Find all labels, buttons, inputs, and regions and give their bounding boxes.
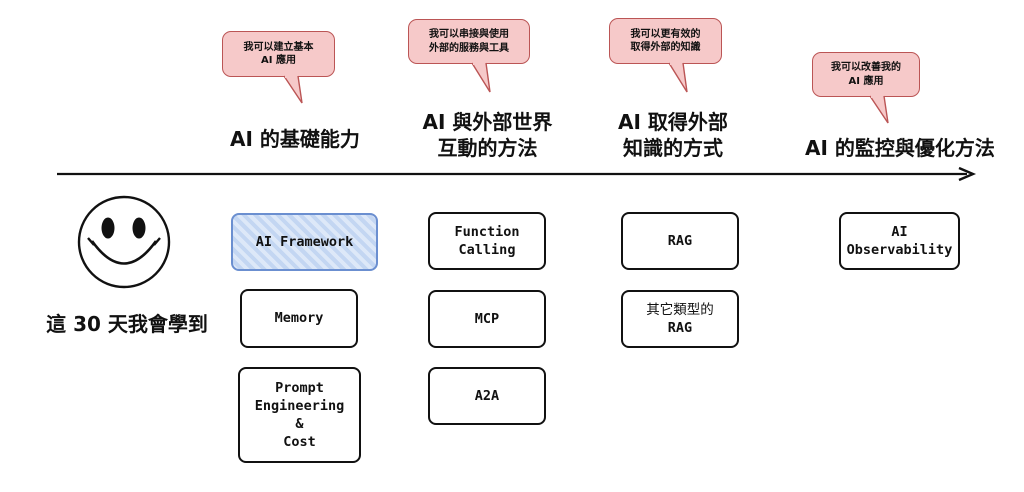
heading-external-knowledge: AI 取得外部 知識的方式 [598,109,748,161]
box-label: Calling [458,242,516,258]
bubble-tail [471,62,491,93]
heading-text: AI 的基礎能力 [230,127,360,151]
heading-text: 互動的方法 [437,136,538,160]
box-label: A2A [474,387,500,404]
heading-external-interaction: AI 與外部世界 互動的方法 [400,109,575,161]
bubble-text: 外部的服務與工具 [429,42,509,54]
learning-label: 這 30 天我會學到 [46,312,208,336]
smiley-face-icon [77,195,171,289]
mcp-box: MCP [428,290,546,348]
heading-basic-capabilities: AI 的基礎能力 [205,126,385,152]
prompt-engineering-box: Prompt Engineering & Cost [238,367,361,463]
box-label: & [295,416,304,432]
box-label: Prompt [275,379,324,396]
heading-text: AI 取得外部 [618,110,728,134]
bubble-text: AI 應用 [848,75,884,87]
heading-text: AI 與外部世界 [422,110,553,134]
box-label: Cost [283,434,316,451]
bubble-text: 取得外部的知識 [630,42,701,53]
bubble-text: 我可以建立基本 [243,41,314,53]
ai-framework-box: AI Framework [231,213,378,271]
ai-observability-box: AI Observability [839,212,960,270]
bubble-tail [668,62,688,93]
function-calling-box: Function Calling [428,212,546,270]
rag-box: RAG [621,212,739,270]
speech-bubble-monitoring: 我可以改善我的 AI 應用 [812,52,920,97]
other-rag-box: 其它類型的 RAG [621,290,739,348]
bubble-text: 我可以改善我的 [831,62,901,73]
speech-bubble-external: 我可以串接與使用外部的服務與工具 [408,19,530,64]
box-label: MCP [474,310,500,327]
bubble-tail [283,75,303,104]
heading-text: AI 的監控與優化方法 [805,136,995,160]
timeline-arrow [57,166,977,182]
speech-bubble-knowledge: 我可以更有效的取得外部的知識 [609,18,722,64]
bubble-tail [869,95,889,124]
bubble-text: 我可以更有效的 [630,28,701,40]
memory-box: Memory [240,289,358,348]
box-label: Engineering [254,397,345,414]
box-label: AI [891,223,908,240]
heading-text: 知識的方式 [623,136,723,160]
bubble-text: 我可以串接與使用 [429,29,509,40]
box-label: AI Framework [255,233,354,250]
box-label: Observability [846,242,953,258]
a2a-box: A2A [428,367,546,425]
box-label: RAG [667,320,693,336]
box-label: Function [454,223,520,240]
box-label: Memory [274,310,324,327]
speech-bubble-basic: 我可以建立基本 AI 應用 [222,31,335,77]
box-label: 其它類型的 [646,301,714,318]
box-label: RAG [667,232,693,249]
heading-monitoring-optimization: AI 的監控與優化方法 [785,135,1015,161]
bubble-text: AI 應用 [261,55,296,66]
